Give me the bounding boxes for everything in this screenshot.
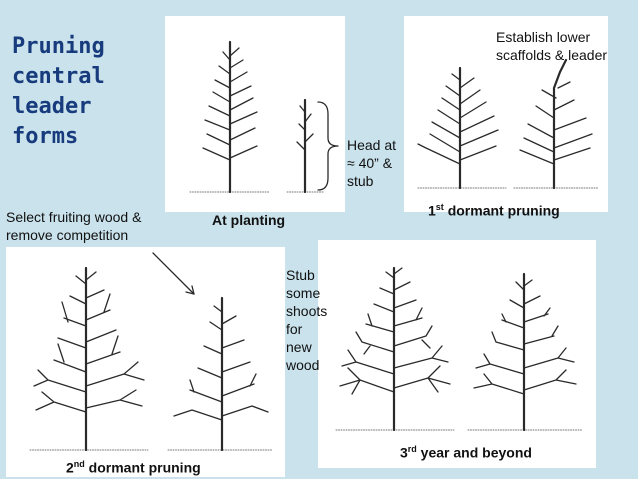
caption-at-planting: At planting (212, 212, 285, 228)
tree-first-dormant-before (414, 64, 510, 196)
brace-bracket (316, 100, 346, 192)
note-establish: Establish lower scaffolds & leader (496, 28, 614, 64)
caption-third-year: 3rd year and beyond (400, 444, 532, 461)
caption-third-year-num: 3 (400, 445, 408, 461)
tree-second-dormant-before (24, 262, 154, 460)
caption-third-year-rest: year and beyond (417, 445, 532, 461)
caption-first-dormant: 1st dormant pruning (428, 202, 560, 219)
tree-second-dormant-after (164, 294, 276, 460)
note-select: Select fruiting wood & remove competitio… (6, 208, 166, 244)
tree-third-year-after (462, 270, 588, 440)
caption-second-dormant-num: 2 (66, 460, 74, 476)
tree-first-dormant-after (510, 58, 602, 196)
tree-unpruned-whip (185, 40, 275, 200)
caption-third-year-sup: rd (408, 444, 417, 454)
note-head: Head at ≈ 40” & stub (347, 136, 399, 190)
page-title: Pruning central leader forms (12, 32, 162, 152)
arrow (150, 250, 200, 300)
note-stub: Stub some shoots for new wood (286, 266, 320, 374)
caption-first-dormant-num: 1 (428, 203, 436, 219)
tree-third-year-before (330, 262, 460, 440)
caption-second-dormant-sup: nd (74, 459, 85, 469)
caption-second-dormant-rest: dormant pruning (85, 460, 201, 476)
caption-first-dormant-sup: st (436, 202, 444, 212)
caption-first-dormant-rest: dormant pruning (444, 203, 560, 219)
caption-second-dormant: 2nd dormant pruning (66, 459, 201, 476)
